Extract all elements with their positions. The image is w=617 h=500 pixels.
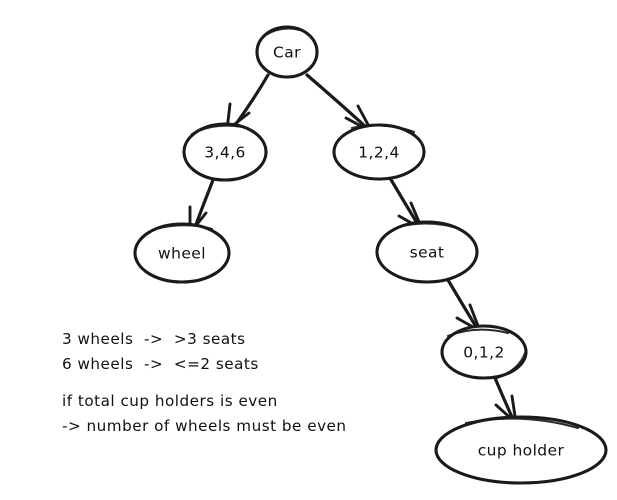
- node-seat-domain-label: 1,2,4: [358, 144, 399, 162]
- constraint-line-6-wheels: 6 wheels -> <=2 seats: [62, 355, 259, 373]
- node-car-shape: [255, 25, 319, 79]
- constraint-note-parity: if total cup holders is even -> number o…: [62, 392, 347, 435]
- edge-car-to-wheel-dom: [225, 73, 270, 132]
- node-seat-sketch-overstroke: [396, 222, 462, 231]
- node-seat-shape: [375, 220, 479, 284]
- node-cup-domain-sketch-overstroke-2: [495, 348, 528, 380]
- node-seat-domain[interactable]: 1,2,4: [332, 123, 426, 181]
- node-wheel-domain-shape: [182, 122, 268, 182]
- node-seat-domain-sketch-overstroke: [350, 124, 416, 134]
- node-cup-domain-sketch-overstroke: [446, 328, 510, 338]
- node-wheel[interactable]: wheel: [133, 222, 231, 284]
- node-wheel-domain-label: 3,4,6: [204, 144, 245, 162]
- node-wheel-domain-sketch-overstroke: [190, 124, 250, 136]
- node-cup-holder-sketch-overstroke: [464, 417, 580, 430]
- constraint-note-implications: 3 wheels -> >3 seats 6 wheels -> <=2 sea…: [62, 330, 259, 373]
- notes-layer: 3 wheels -> >3 seats 6 wheels -> <=2 sea…: [62, 330, 347, 435]
- node-cup-holder-shape: [434, 415, 608, 485]
- edge-car-to-seat-dom: [305, 73, 374, 134]
- node-cup-domain[interactable]: 0,1,2: [440, 324, 528, 380]
- node-wheel-sketch-overstroke: [150, 224, 214, 232]
- node-car[interactable]: Car: [255, 25, 319, 79]
- node-wheel-label: wheel: [158, 245, 206, 263]
- node-car-sketch-overstroke: [262, 27, 302, 38]
- node-wheel-domain[interactable]: 3,4,6: [182, 122, 268, 182]
- edge-seat-to-cup-dom: [446, 278, 482, 333]
- nodes-layer: Car 3,4,6 1,2,4 wheel: [133, 25, 608, 485]
- node-car-label: Car: [273, 44, 301, 62]
- node-cup-domain-label: 0,1,2: [463, 344, 504, 362]
- constraint-line-wheels-even: -> number of wheels must be even: [62, 417, 347, 435]
- node-wheel-shape: [133, 222, 231, 284]
- node-seat[interactable]: seat: [375, 220, 479, 284]
- constraint-line-cup-holders-even: if total cup holders is even: [62, 392, 278, 410]
- node-cup-holder-label: cup holder: [478, 442, 565, 460]
- node-cup-holder[interactable]: cup holder: [434, 415, 608, 485]
- node-seat-label: seat: [410, 244, 445, 262]
- constraint-line-3-wheels: 3 wheels -> >3 seats: [62, 330, 246, 348]
